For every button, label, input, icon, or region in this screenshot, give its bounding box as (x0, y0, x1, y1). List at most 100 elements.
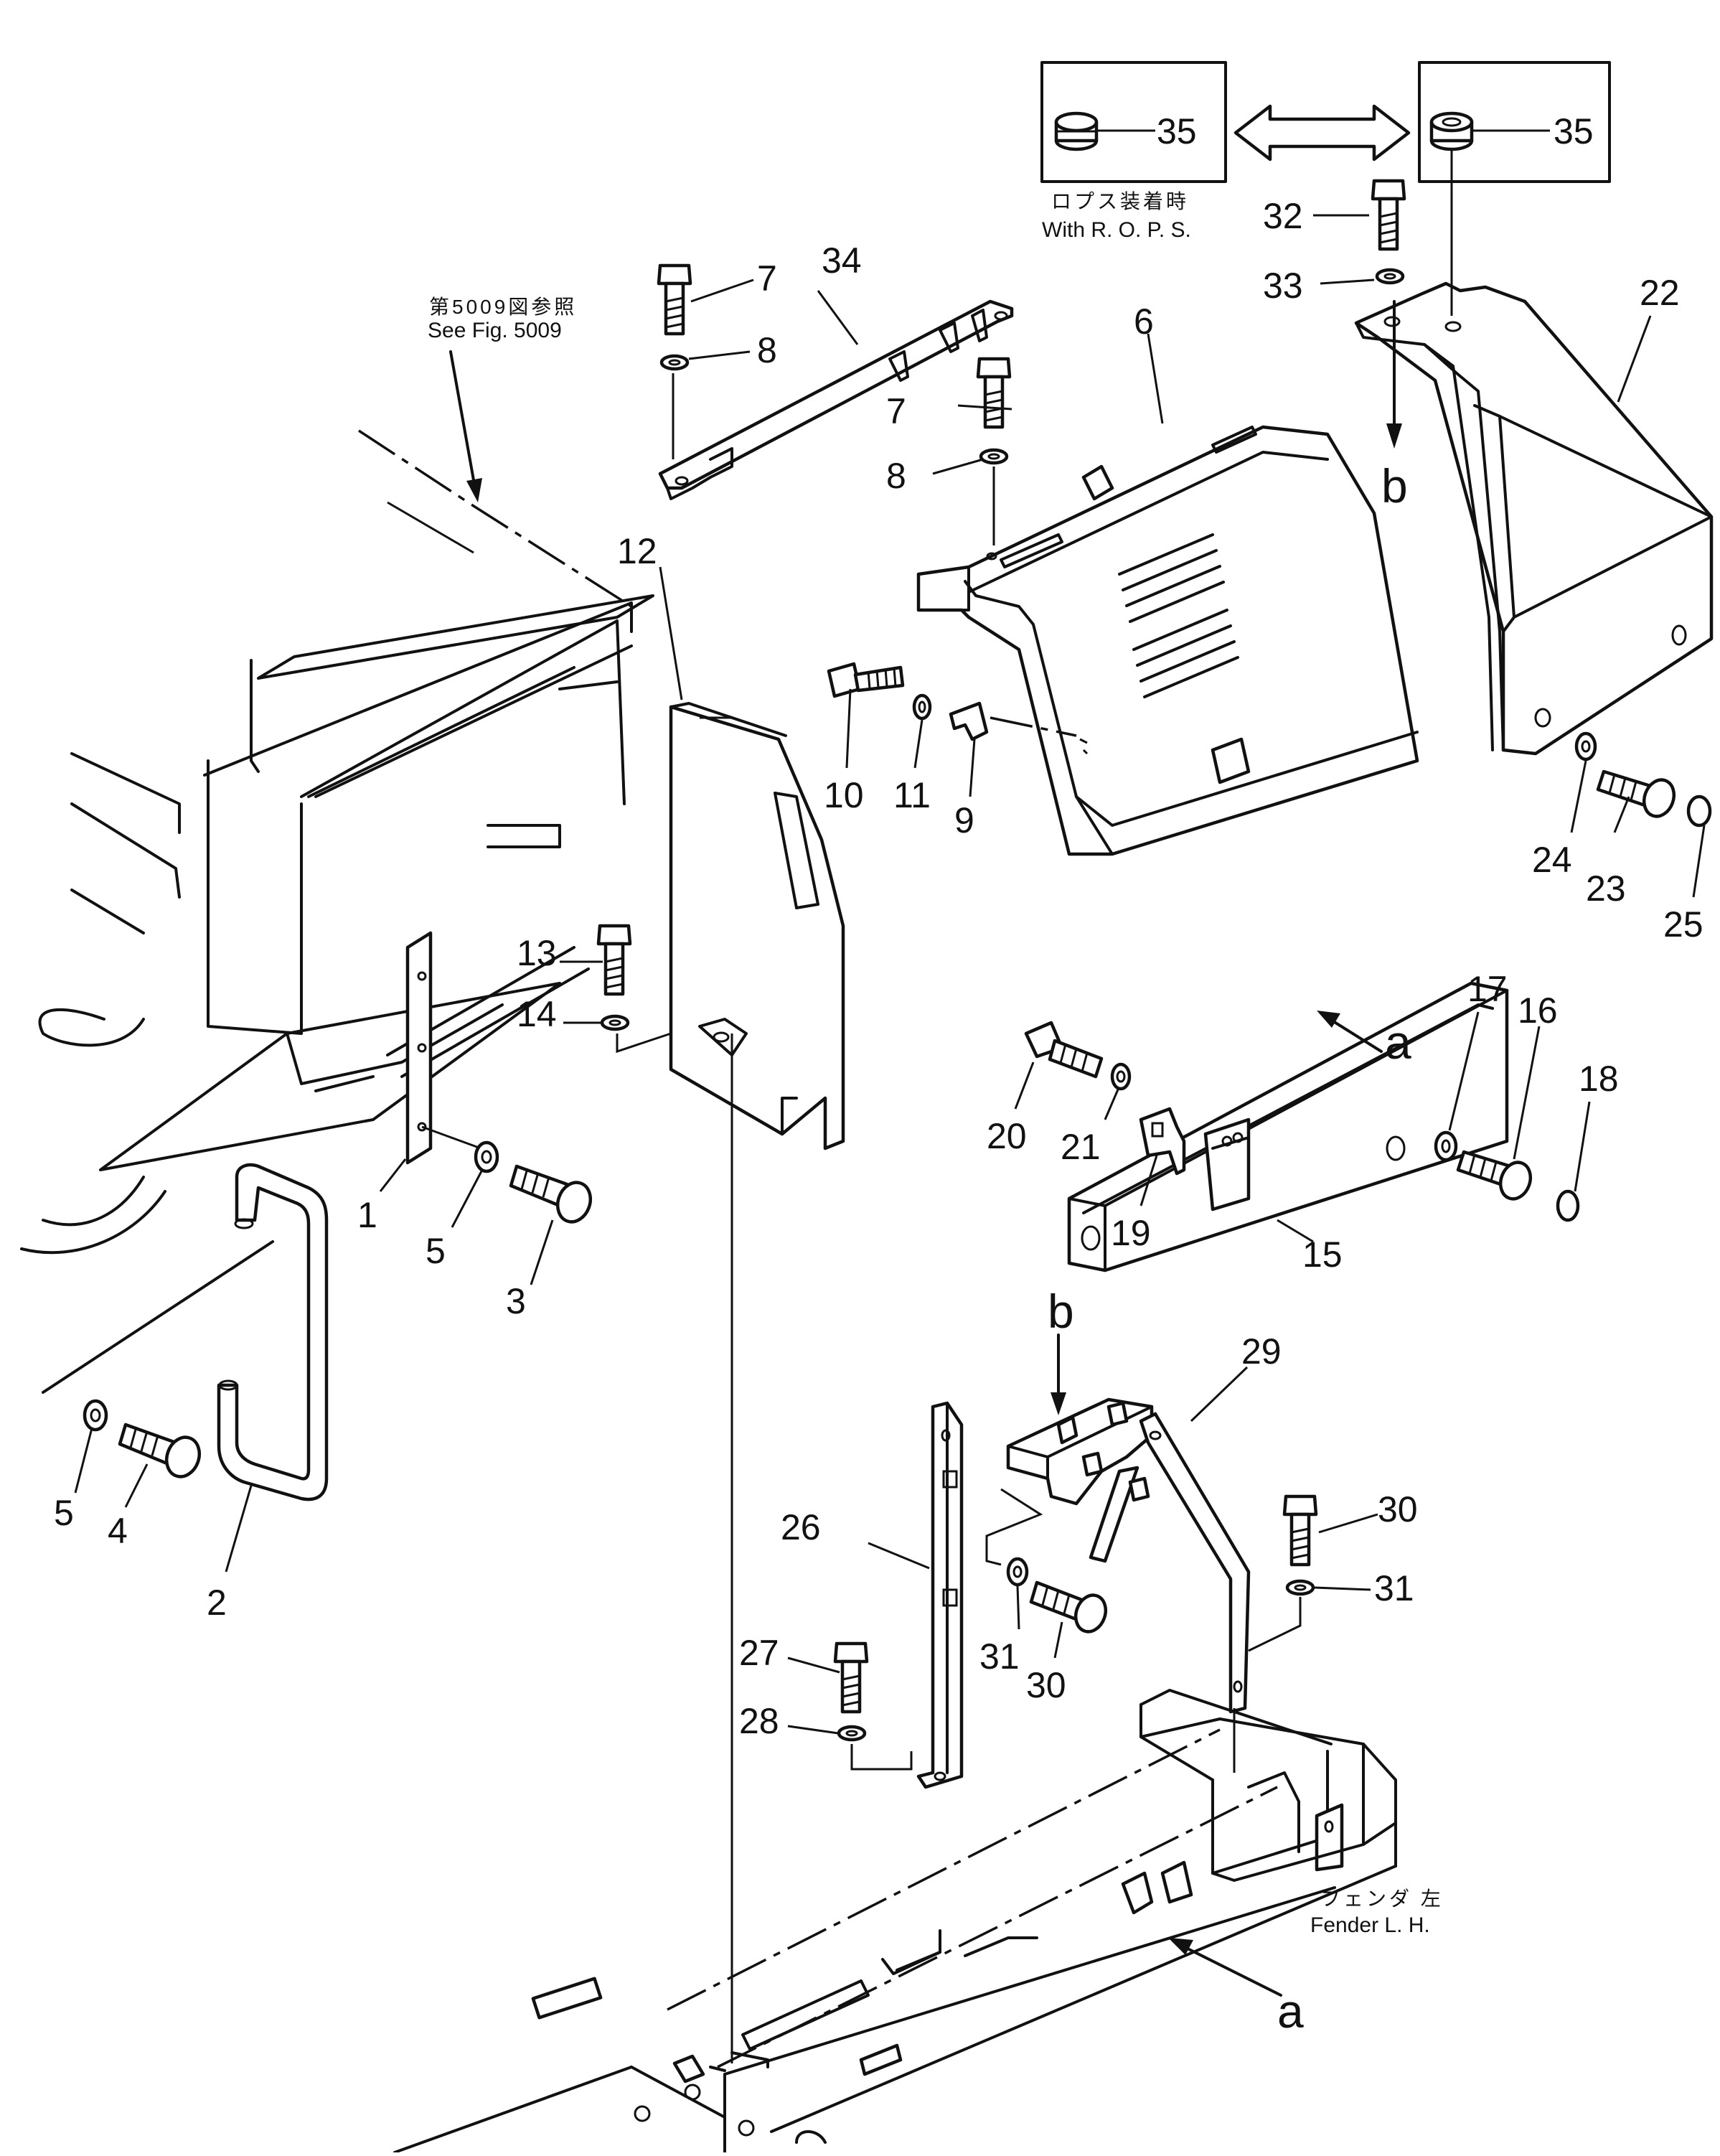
washer-8b (979, 448, 1009, 465)
bolt-7b (976, 357, 1012, 429)
leader-lines (74, 214, 1706, 1735)
callout-17: 17 (1467, 969, 1508, 1009)
part-1-bracket (405, 931, 481, 1165)
part-22-right-cover (1354, 281, 1714, 756)
letter-b-mid: b (1048, 1285, 1074, 1338)
callout-1: 1 (357, 1195, 377, 1235)
callout-9: 9 (954, 800, 974, 840)
callout-24: 24 (1532, 840, 1572, 880)
bolt-20 (1024, 1021, 1104, 1079)
part-9-clip (949, 701, 1089, 755)
washer-31a (1285, 1579, 1315, 1596)
washer-14 (600, 1014, 630, 1031)
washer-5a (474, 1140, 499, 1173)
washer-24 (1574, 731, 1597, 761)
washer-31b (1006, 1557, 1029, 1587)
bolt-13 (596, 924, 632, 996)
washer-17 (1434, 1130, 1458, 1162)
callout-3: 3 (506, 1281, 526, 1321)
callout-6: 6 (1134, 301, 1154, 342)
callout-29: 29 (1241, 1331, 1282, 1372)
callout-7b: 7 (886, 391, 906, 431)
fender-note-jp: フェンダ 左 (1320, 1888, 1444, 1910)
callout-35a: 35 (1157, 111, 1197, 151)
callout-12: 12 (617, 531, 657, 571)
callout-34: 34 (822, 240, 862, 281)
bolt-27 (833, 1641, 869, 1714)
bolt-4 (118, 1423, 202, 1478)
bolt-16 (1456, 1150, 1533, 1201)
callout-25: 25 (1663, 904, 1703, 945)
callout-5b: 5 (54, 1493, 74, 1533)
callout-30b: 30 (1026, 1665, 1066, 1705)
rops-inset (1040, 61, 1611, 183)
callout-30a: 30 (1378, 1489, 1418, 1529)
notes: 第5009図参照 See Fig. 5009 ロプス装着時 With R. O.… (428, 190, 1444, 1937)
cap-18 (1556, 1189, 1580, 1222)
callout-4: 4 (108, 1511, 128, 1551)
callout-14: 14 (517, 994, 557, 1034)
bolt-23 (1596, 769, 1676, 818)
washer-21 (1110, 1062, 1132, 1091)
callout-33: 33 (1263, 266, 1303, 306)
callout-11: 11 (893, 775, 931, 815)
callout-8a: 8 (757, 330, 777, 370)
callout-23: 23 (1586, 868, 1626, 909)
callout-10: 10 (824, 775, 864, 815)
part-19-bracket (1139, 1107, 1186, 1176)
callout-8b: 8 (886, 456, 906, 496)
callout-20: 20 (987, 1116, 1027, 1156)
callout-32: 32 (1263, 196, 1303, 236)
bolt-10 (827, 662, 905, 698)
reference-frame-outline (20, 429, 654, 1394)
callout-27: 27 (739, 1633, 779, 1673)
bolt-32 (1371, 179, 1406, 251)
part-26-vertical-stay (916, 1401, 964, 1789)
ref-note-jp: 第5009図参照 (429, 296, 577, 318)
rops-note-jp: ロプス装着時 (1051, 190, 1189, 212)
washer-33 (1375, 268, 1405, 285)
bolt-30a (1282, 1494, 1318, 1567)
fasteners (83, 151, 1712, 1773)
callout-2: 2 (207, 1583, 227, 1623)
part-12-side-cover (669, 702, 845, 1150)
part-6-engine-hood (916, 425, 1419, 856)
callout-31b: 31 (979, 1636, 1020, 1677)
callout-26: 26 (781, 1507, 821, 1547)
washer-11 (912, 693, 932, 721)
cap-25 (1686, 795, 1712, 828)
washer-5b (83, 1399, 108, 1432)
part-2-handrail (217, 1163, 329, 1501)
washer-28 (837, 1725, 867, 1742)
callout-13: 13 (517, 933, 557, 973)
callout-19: 19 (1111, 1213, 1151, 1253)
callout-numbers: 1 2 3 4 5 5 6 7 7 8 8 9 10 11 12 13 14 1… (54, 111, 1703, 1741)
callout-22: 22 (1640, 273, 1680, 313)
fender-note-en: Fender L. H. (1310, 1913, 1430, 1937)
callout-5a: 5 (426, 1231, 446, 1271)
letter-a-right: a (1385, 1016, 1411, 1069)
part-34-stay (658, 299, 1014, 500)
letter-b-top: b (1381, 459, 1408, 512)
washer-8a (659, 354, 690, 371)
callout-18: 18 (1579, 1059, 1619, 1099)
callout-21: 21 (1061, 1127, 1101, 1167)
fender-lh-outline (393, 1034, 1397, 2154)
part-29-support-frame (1006, 1397, 1251, 1714)
callout-16: 16 (1518, 990, 1558, 1031)
bolt-7a (657, 263, 692, 336)
callout-7a: 7 (757, 258, 777, 299)
callout-15: 15 (1302, 1234, 1343, 1275)
ref-note-en: See Fig. 5009 (428, 319, 562, 342)
rops-note-en: With R. O. P. S. (1042, 218, 1191, 242)
letter-a-bottom: a (1277, 1984, 1304, 2038)
callout-28: 28 (739, 1701, 779, 1741)
bolt-3 (509, 1164, 593, 1224)
view-letters: b a b a (1048, 459, 1411, 2038)
direction-arrows (449, 350, 1383, 1997)
callout-31a: 31 (1374, 1568, 1414, 1608)
callout-35b: 35 (1554, 111, 1594, 151)
part-15-lower-rail (1067, 981, 1509, 1272)
bolt-30b (1029, 1580, 1108, 1634)
